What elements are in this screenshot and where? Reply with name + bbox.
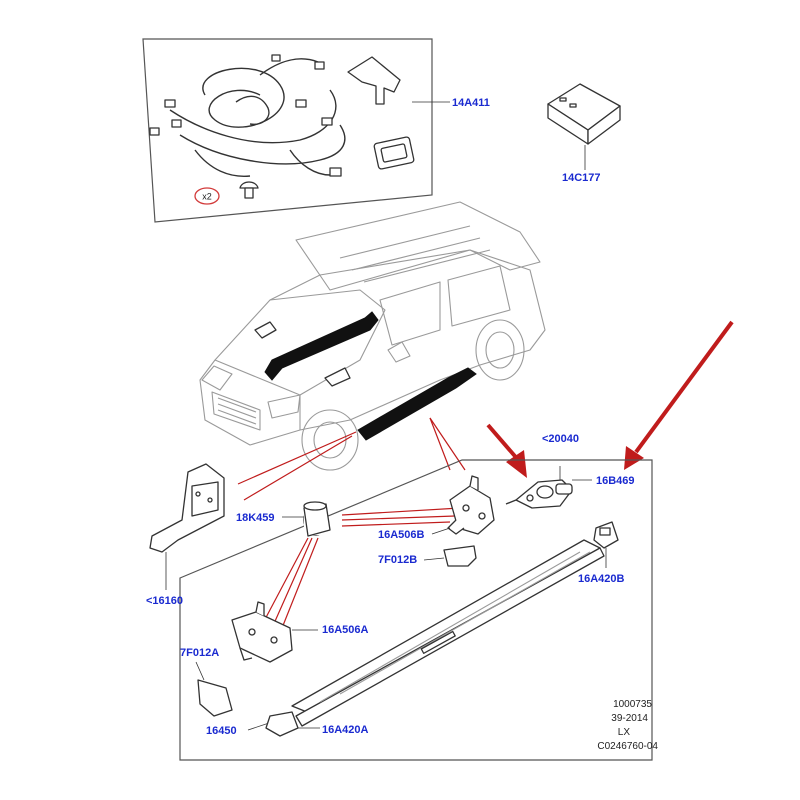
- vehicle-outline: [199, 201, 546, 471]
- arrow-icon: [486, 320, 734, 478]
- reference-line-3: LX: [618, 727, 631, 738]
- reference-line-2: 39-2014: [611, 713, 648, 724]
- bushing-icon: [303, 501, 331, 537]
- roof-rail-highlight: [264, 311, 379, 381]
- running-board-icon: [291, 539, 605, 727]
- wiring-harness-icon: [149, 54, 346, 177]
- label-16160: <16160: [146, 595, 183, 607]
- label-16A506B: 16A506B: [378, 529, 425, 541]
- reference-line-4: C0246760-04: [597, 741, 658, 752]
- bracket-icon: [447, 475, 495, 535]
- running-board-highlight: [357, 367, 477, 441]
- wiring-kit-frame: [142, 38, 433, 223]
- label-20040: <20040: [542, 433, 579, 445]
- control-module-icon: [547, 83, 621, 145]
- label-16A420B: 16A420B: [578, 573, 625, 585]
- running-board-assembly-group: <20040 16B469 16A506B 7F012B 16A420B: [146, 433, 653, 761]
- label-16450: 16450: [206, 725, 237, 737]
- end-cap-rear-icon: [593, 521, 619, 549]
- quantity-badge-text: x2: [202, 192, 212, 202]
- label-14C177: 14C177: [562, 172, 601, 184]
- front-trim-panel-icon: [149, 463, 225, 553]
- clip-icon: [239, 181, 259, 199]
- label-16A420A: 16A420A: [322, 724, 369, 736]
- rear-cover-upper-icon: [443, 545, 477, 567]
- label-18K459: 18K459: [236, 512, 275, 524]
- end-cap-front-icon: [265, 711, 299, 737]
- template-sheet-icon: [347, 56, 401, 105]
- switch-bezel-icon: [373, 136, 415, 170]
- control-module-group: 14C177: [547, 83, 621, 184]
- label-14A411: 14A411: [452, 97, 490, 109]
- front-bracket-icon: [231, 601, 293, 663]
- assembly-frame: [179, 459, 653, 761]
- label-7F012A: 7F012A: [180, 647, 219, 659]
- reference-block: 1000735 39-2014 LX C0246760-04: [597, 699, 658, 752]
- label-16B469: 16B469: [596, 475, 635, 487]
- wiring-kit-group: x2 14A411: [142, 38, 490, 223]
- motor-icon: [505, 479, 573, 509]
- label-7F012B: 7F012B: [378, 554, 417, 566]
- reference-line-1: 1000735: [613, 699, 652, 710]
- reference-lines: [237, 417, 466, 629]
- label-16A506A: 16A506A: [322, 624, 369, 636]
- quantity-badge: [194, 187, 220, 205]
- front-cover-lower-icon: [197, 679, 233, 717]
